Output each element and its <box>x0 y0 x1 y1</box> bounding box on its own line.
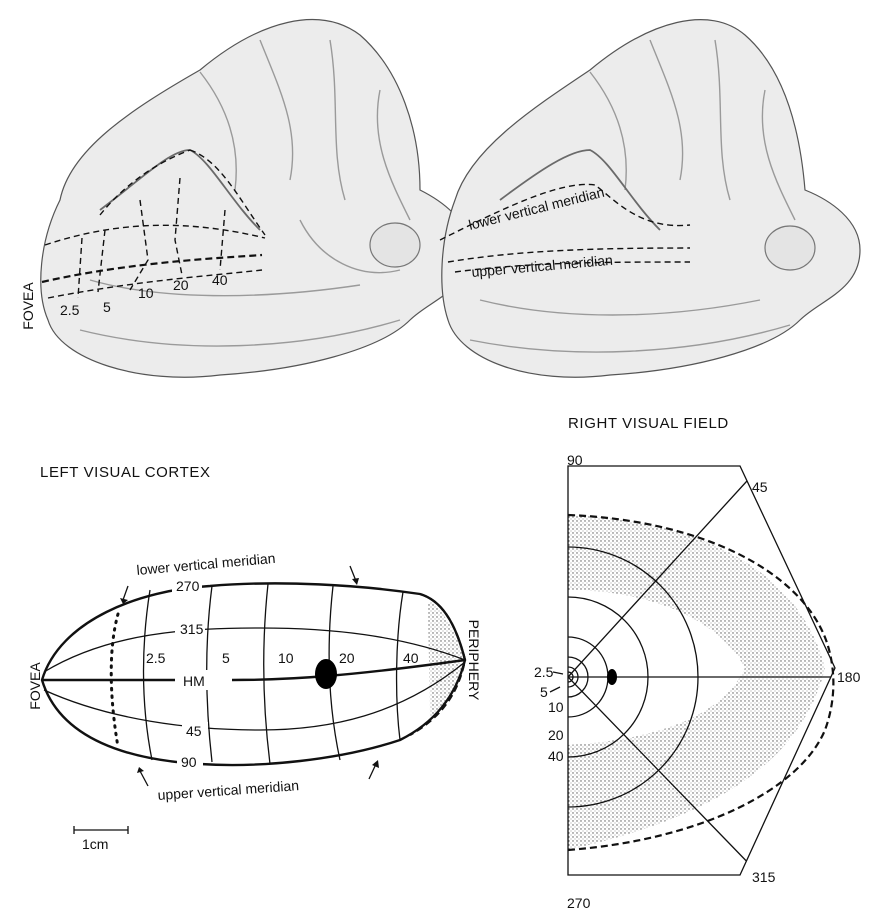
cortex-ecc-20: 20 <box>339 650 355 666</box>
cortex-periphery-label: PERIPHERY <box>466 620 482 701</box>
scale-bar <box>74 826 128 834</box>
left-brain-ecc-2-5: 2.5 <box>60 302 80 318</box>
cortex-ecc-5: 5 <box>222 650 230 666</box>
polar-label-45: 45 <box>186 723 202 739</box>
iso-ecc-10 <box>264 584 270 764</box>
iso-ecc-40 <box>397 592 403 740</box>
angle-label-180: 180 <box>837 669 861 685</box>
angle-label-315: 315 <box>752 869 776 885</box>
cortex-upper-meridian-label: upper vertical meridian <box>157 777 299 803</box>
vf-ecc-40: 40 <box>548 748 564 764</box>
vf-ecc-5: 5 <box>540 684 548 700</box>
left-brain-ecc-20: 20 <box>173 277 189 293</box>
cortex-lower-meridian-label: lower vertical meridian <box>136 550 276 578</box>
cerebellum-right <box>765 226 815 270</box>
left-brain-ecc-40: 40 <box>212 272 228 288</box>
visual-field-blind-spot <box>607 669 617 685</box>
iso-angle-315 <box>44 628 465 672</box>
cortex-map-title: LEFT VISUAL CORTEX <box>40 464 211 481</box>
cortex-ecc-2-5: 2.5 <box>146 650 166 666</box>
angle-label-90: 90 <box>567 452 583 468</box>
left-brain-illustration: FOVEA 2.5 5 10 20 40 <box>20 20 470 378</box>
scale-bar-label: 1cm <box>82 836 108 852</box>
visual-field-title: RIGHT VISUAL FIELD <box>568 415 729 432</box>
cortex-ecc-10: 10 <box>278 650 294 666</box>
cortex-map: LEFT VISUAL CORTEX HM 270 315 45 90 2.5 <box>27 464 482 852</box>
vf-ecc-20: 20 <box>548 727 564 743</box>
polar-label-315: 315 <box>180 621 204 637</box>
visual-field-map: RIGHT VISUAL FIELD 90 45 180 315 270 <box>438 415 861 911</box>
horizontal-meridian-line <box>42 660 465 680</box>
cerebellum-left <box>370 223 420 267</box>
cortex-blind-spot <box>315 659 337 689</box>
polar-label-90: 90 <box>181 754 197 770</box>
right-brain-outline <box>442 20 860 378</box>
left-brain-fovea-label: FOVEA <box>20 282 36 330</box>
cortex-outline <box>42 583 465 765</box>
hm-label: HM <box>183 673 205 689</box>
vf-ecc-10: 10 <box>548 699 564 715</box>
left-brain-outline <box>41 20 470 378</box>
iso-ecc-2-5 <box>144 590 153 760</box>
cortex-fovea-label: FOVEA <box>27 662 43 710</box>
cortex-ecc-40: 40 <box>403 650 419 666</box>
vf-ecc-2-5: 2.5 <box>534 664 554 680</box>
right-brain-illustration: lower vertical meridian upper vertical m… <box>440 20 860 378</box>
left-brain-ecc-5: 5 <box>103 299 111 315</box>
polar-label-270: 270 <box>176 578 200 594</box>
left-brain-ecc-10: 10 <box>138 285 154 301</box>
iso-angle-45 <box>44 662 465 730</box>
angle-label-270: 270 <box>567 895 591 911</box>
angle-label-45: 45 <box>752 479 768 495</box>
